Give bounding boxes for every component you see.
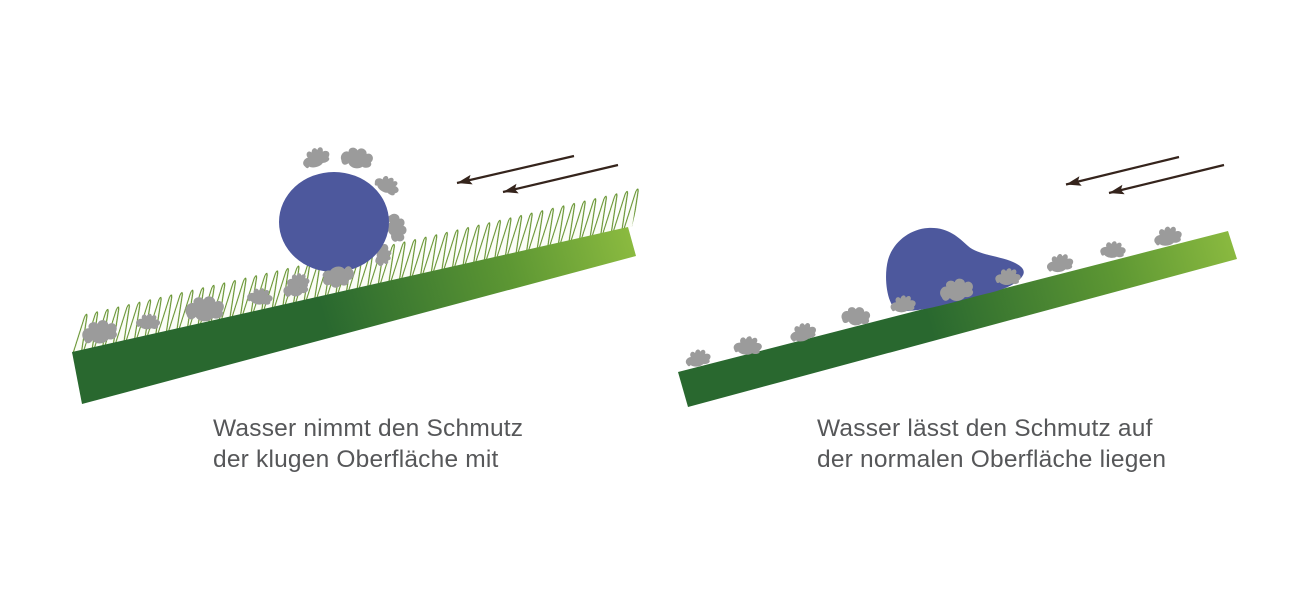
dirt-particle-icon — [840, 305, 871, 327]
panel-normal-surface — [678, 155, 1237, 407]
water-droplet-rolling — [279, 172, 389, 272]
dirt-particle-icon — [339, 145, 375, 171]
water-droplet-sticking — [886, 227, 1024, 311]
dirt-particle-icon — [1099, 239, 1127, 260]
caption-smart-surface: Wasser nimmt den Schmutz der klugen Ober… — [213, 413, 523, 475]
motion-arrows-icon — [456, 154, 619, 194]
smooth-surface — [678, 231, 1237, 407]
arrow-left-icon — [1108, 163, 1225, 195]
dirt-particle-icon — [300, 144, 332, 171]
caption-line-1: Wasser lässt den Schmutz auf — [817, 415, 1153, 442]
arrow-left-icon — [1065, 155, 1180, 186]
dirt-particle-icon — [1046, 253, 1074, 273]
microstructured-surface — [72, 227, 636, 404]
caption-normal-surface: Wasser lässt den Schmutz auf der normale… — [817, 413, 1166, 475]
caption-line-1: Wasser nimmt den Schmutz — [213, 415, 524, 442]
arrow-left-icon — [456, 154, 575, 185]
panel-smart-surface — [71, 144, 642, 404]
motion-arrows-icon — [1065, 155, 1225, 195]
caption-line-2: der normalen Oberfläche liegen — [817, 446, 1167, 473]
arrow-left-icon — [502, 163, 619, 194]
dirt-particle-icon — [1153, 225, 1183, 247]
caption-line-2: der klugen Oberfläche mit — [213, 446, 499, 473]
